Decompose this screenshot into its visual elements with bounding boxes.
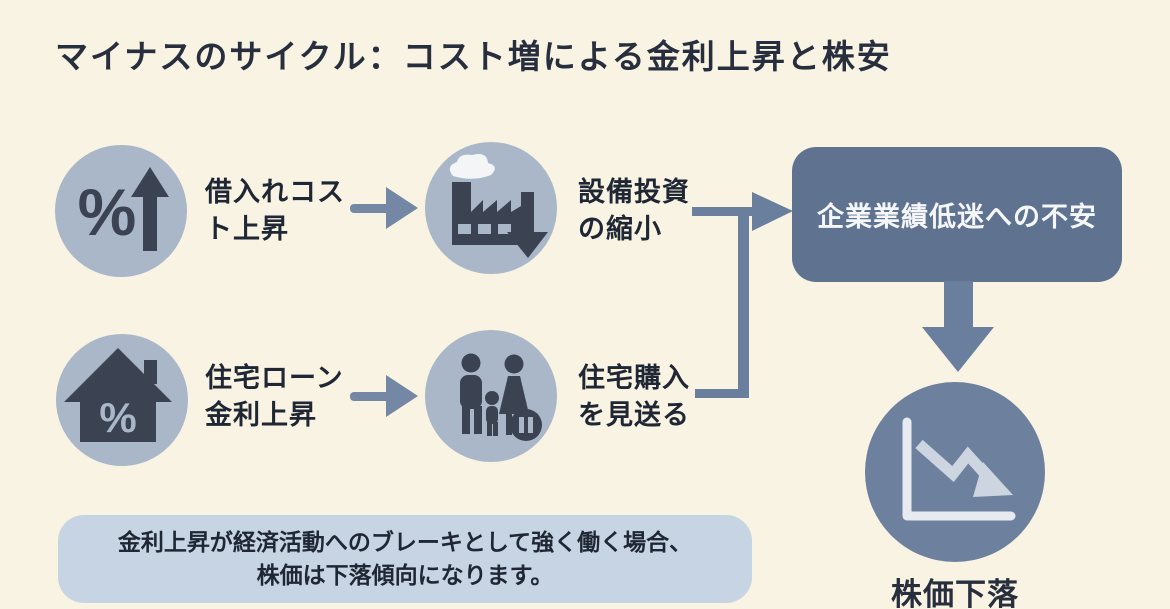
capex-circle (425, 142, 557, 274)
family-label: 住宅購入 を見送る (578, 363, 690, 430)
percent-up-icon: % (78, 167, 169, 251)
stock-decline-icon (902, 417, 1016, 521)
right-arrow-icon (350, 375, 418, 417)
mortgage-label: 住宅ローン 金利上昇 (205, 363, 344, 430)
right-arrow-icon (350, 187, 418, 229)
borrowing-cost-label: 借入れコス ト上昇 (205, 177, 345, 244)
note-line-1: 金利上昇が経済活動へのブレーキとして強く働く場合、 (117, 529, 693, 555)
merge-connector-arrow (692, 192, 793, 398)
mortgage-circle: % (56, 334, 188, 466)
note-line-2: 株価は下落傾向になります。 (256, 562, 554, 588)
borrowing-cost-circle: % (55, 145, 187, 277)
capex-label: 設備投資 の縮小 (578, 177, 690, 244)
house-percent-icon: % (64, 348, 172, 442)
stock-decline-label: 株価下落 (891, 577, 1019, 609)
outcome-label: 企業業績低迷への不安 (817, 202, 1097, 232)
svg-text:%: % (99, 394, 136, 441)
page-title: マイナスのサイクル：コスト増による金利上昇と株安 (55, 38, 892, 75)
down-arrow-icon (922, 281, 994, 372)
stock-decline-circle (865, 382, 1045, 562)
factory-down-icon (449, 154, 548, 258)
note-box: 金利上昇が経済活動へのブレーキとして強く働く場合、 株価は下落傾向になります。 (58, 515, 752, 603)
svg-text:%: % (78, 175, 137, 249)
outcome-box: 企業業績低迷への不安 (792, 147, 1122, 282)
family-pause-icon (460, 353, 542, 441)
family-circle (425, 330, 557, 462)
